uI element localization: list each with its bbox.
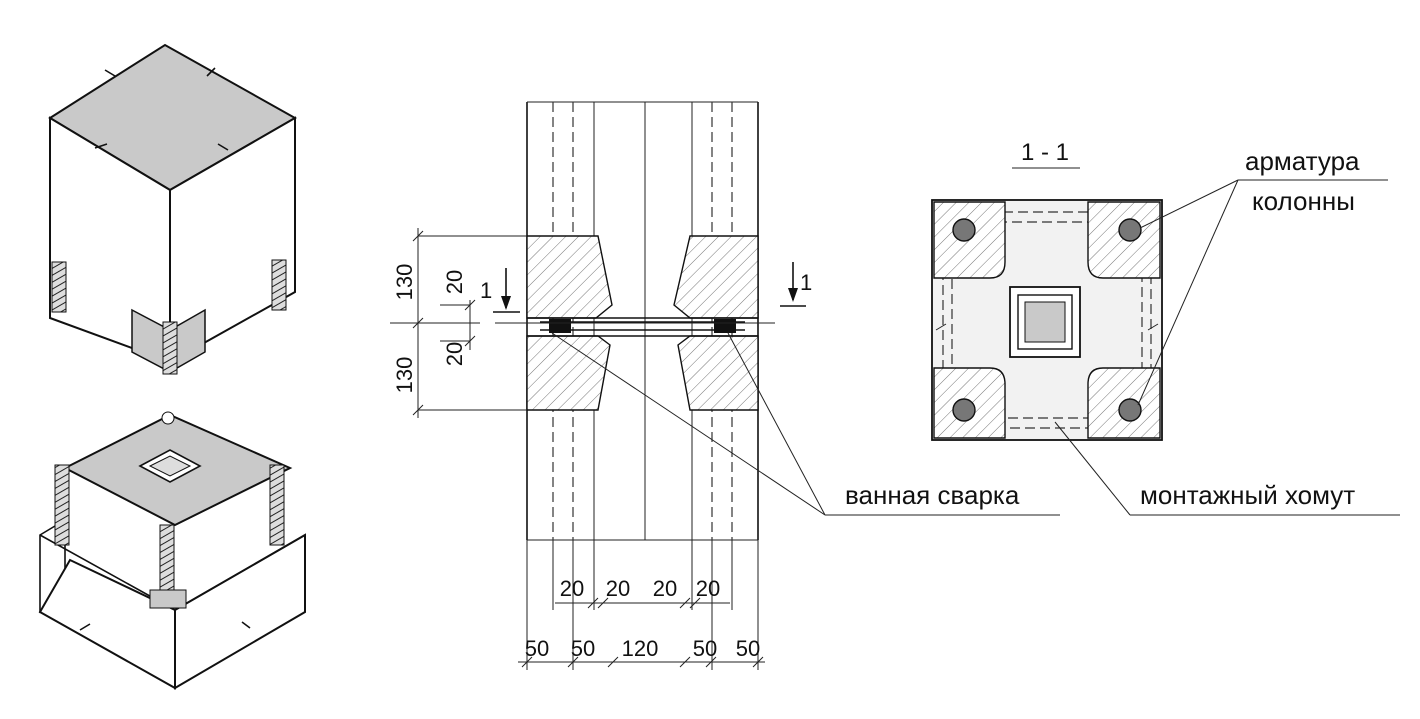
label-bath-welding: ванная сварка	[845, 480, 1020, 510]
vertical-dimensions	[390, 228, 527, 418]
section-title: 1 - 1	[1021, 139, 1069, 166]
cut-marker-right: 1	[800, 270, 812, 295]
dim-h-outer-5: 50	[736, 636, 760, 661]
dim-h-inner-4: 20	[696, 576, 720, 601]
horizontal-dimensions	[518, 540, 765, 670]
dim-vertical-130-top: 130	[392, 264, 417, 301]
dim-h-outer-4: 50	[693, 636, 717, 661]
dim-vertical-20-top: 20	[442, 270, 467, 294]
dim-h-inner-3: 20	[653, 576, 677, 601]
dim-h-inner-2: 20	[606, 576, 630, 601]
joint-elevation	[495, 101, 775, 541]
label-reinforcement-1: арматура	[1245, 146, 1360, 176]
section-cut-arrow	[493, 262, 806, 313]
dim-h-outer-3: 120	[622, 636, 659, 661]
cut-marker-left: 1	[480, 278, 492, 303]
dim-vertical-20-bottom: 20	[442, 342, 467, 366]
column-bottom-isometric	[38, 411, 306, 690]
dim-h-outer-2: 50	[571, 636, 595, 661]
label-reinforcement-2: колонны	[1252, 186, 1355, 216]
column-top-isometric	[48, 43, 298, 375]
dim-vertical-130-bottom: 130	[392, 357, 417, 394]
leader-lines	[551, 179, 1400, 516]
section-plan	[931, 199, 1163, 441]
label-mounting-clamp: монтажный хомут	[1140, 480, 1355, 510]
dim-h-inner-1: 20	[560, 576, 584, 601]
dim-h-outer-1: 50	[525, 636, 549, 661]
